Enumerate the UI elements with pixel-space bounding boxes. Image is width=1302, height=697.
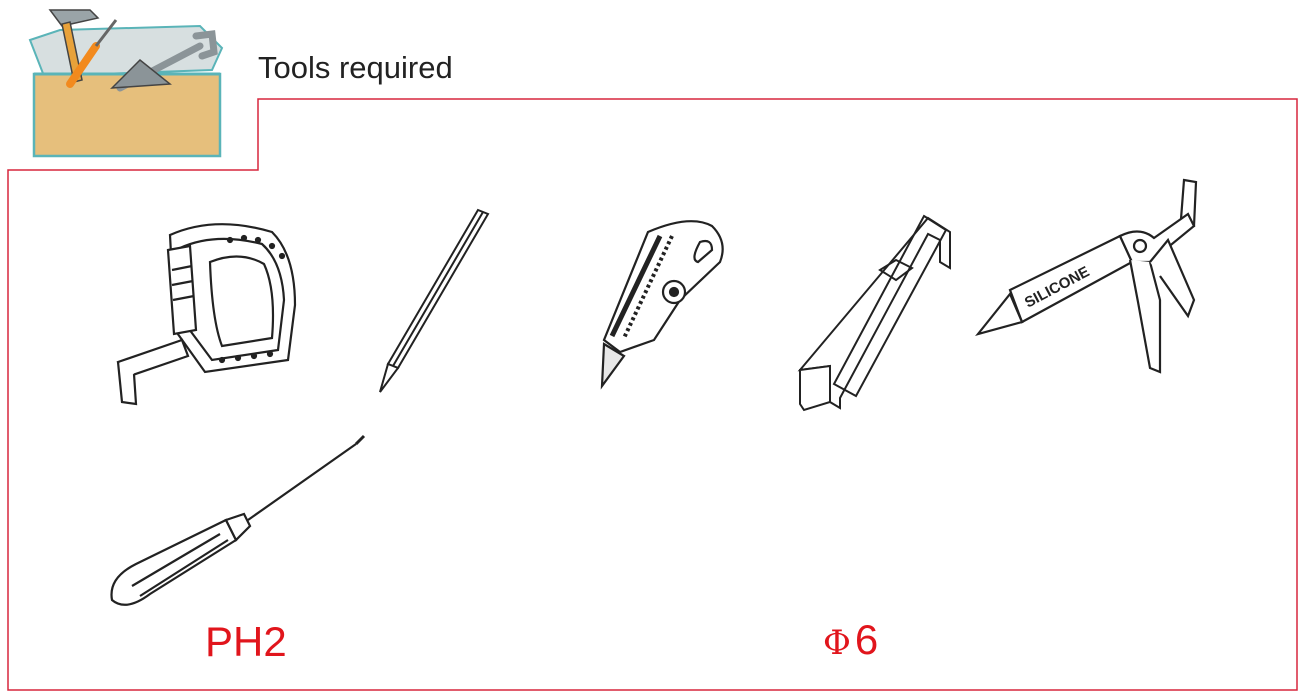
screwdriver-size-label: PH2 bbox=[205, 618, 287, 665]
utility-knife-icon bbox=[602, 221, 723, 386]
toolbox-icon bbox=[30, 10, 222, 156]
silicone-gun-icon: SILICONE bbox=[978, 180, 1196, 372]
page-title: Tools required bbox=[258, 50, 453, 85]
screwdriver-icon bbox=[112, 436, 365, 605]
tape-measure-icon bbox=[118, 224, 295, 404]
diameter-symbol: Φ bbox=[823, 623, 851, 663]
pencil-icon bbox=[380, 210, 488, 392]
carpenter-square-icon bbox=[800, 216, 950, 410]
panel-border bbox=[8, 99, 1297, 690]
drill-bit-size-value: 6 bbox=[854, 616, 879, 663]
drill-bit-size-label: Φ6 bbox=[823, 616, 878, 664]
